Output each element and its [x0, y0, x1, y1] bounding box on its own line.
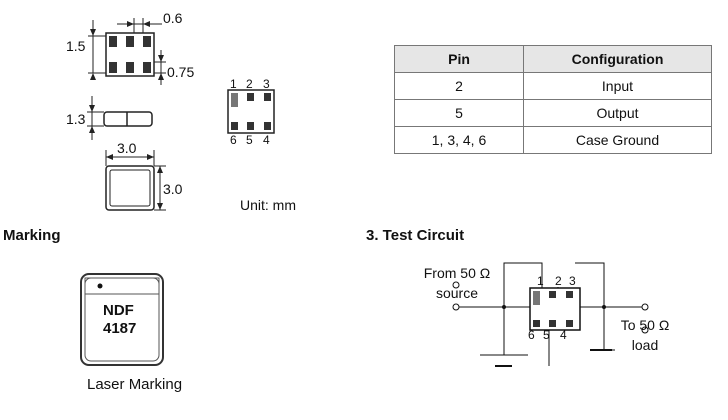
circuit-pin-5: 5 [543, 328, 550, 342]
pad-2 [126, 36, 134, 47]
pad-5 [126, 62, 134, 73]
pin-label-3: 3 [263, 77, 270, 91]
marking-line-2: 4187 [103, 320, 137, 337]
pin-label-1: 1 [230, 77, 237, 91]
load-label: To 50 Ω load [610, 315, 680, 355]
dim-height-label: 1.5 [66, 38, 86, 54]
table-cell-pin: 5 [394, 99, 524, 127]
marking-package [80, 273, 164, 366]
pin-label-2: 2 [246, 77, 253, 91]
circuit-pin-3: 3 [569, 274, 576, 288]
unit-label: Unit: mm [240, 197, 296, 213]
dim-gap-label: 0.6 [163, 10, 183, 26]
circuit-pin-1: 1 [537, 274, 544, 288]
pad-1 [109, 36, 117, 47]
marking-text: NDF 4187 [103, 302, 136, 338]
pin-configuration-table: Pin Configuration 2 Input 5 Output 1, 3,… [394, 45, 712, 154]
pin-label-4: 4 [263, 133, 270, 147]
marking-heading: Marking [3, 227, 61, 244]
dim-length-label: 3.0 [163, 181, 183, 197]
table-row: 2 Input [394, 72, 712, 100]
pin-label-6: 6 [230, 133, 237, 147]
marking-line-1: NDF [103, 302, 134, 319]
table-cell-config: Output [523, 99, 712, 127]
circuit-pin-2: 2 [555, 274, 562, 288]
table-header-pin: Pin [394, 45, 524, 73]
package-side-view [103, 111, 153, 127]
dim-thickness-label: 1.3 [66, 111, 86, 127]
table-cell-config: Input [523, 72, 712, 100]
source-label-line-2: source [435, 285, 479, 301]
table-cell-config: Case Ground [523, 126, 712, 154]
table-header-configuration: Configuration [523, 45, 712, 73]
pad-3 [143, 36, 151, 47]
dim-width-label: 3.0 [117, 140, 137, 156]
table-cell-pin: 1, 3, 4, 6 [394, 126, 524, 154]
load-label-line-2: load [631, 337, 659, 353]
source-label-line-1: From 50 Ω [423, 265, 491, 281]
circuit-pin-6: 6 [528, 328, 535, 342]
pad-6 [109, 62, 117, 73]
source-label: From 50 Ω source [418, 263, 496, 303]
package-bottom-view [105, 165, 155, 211]
pin-label-5: 5 [246, 133, 253, 147]
dim-pad-label: 0.75 [167, 64, 195, 80]
pin1-dot [97, 283, 103, 289]
marking-caption: Laser Marking [87, 376, 183, 393]
table-row: 1, 3, 4, 6 Case Ground [394, 126, 712, 154]
table-cell-pin: 2 [394, 72, 524, 100]
circuit-pin-4: 4 [560, 328, 567, 342]
load-label-line-1: To 50 Ω [620, 317, 670, 333]
test-circuit-heading: 3. Test Circuit [366, 227, 465, 244]
pad-4 [143, 62, 151, 73]
table-row: 5 Output [394, 99, 712, 127]
